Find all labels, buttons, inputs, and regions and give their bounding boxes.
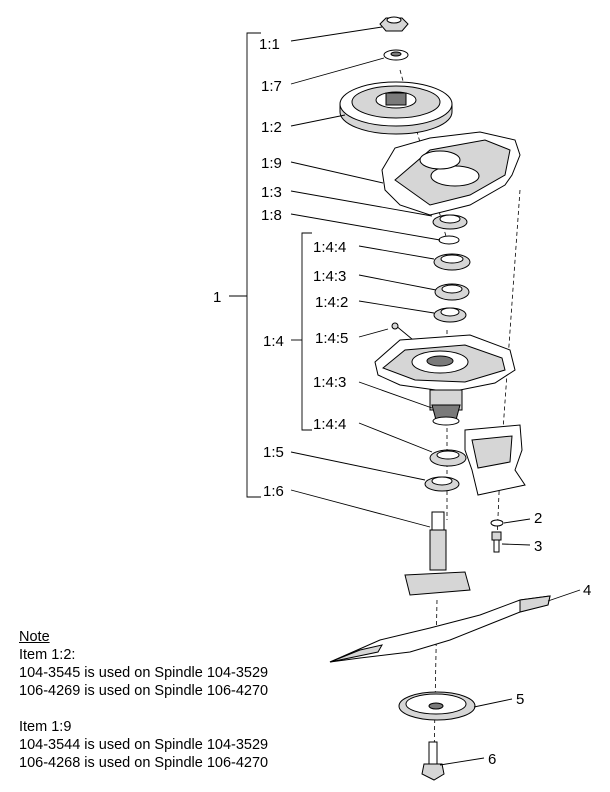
spindle-housing-part: [374, 334, 516, 411]
note-item-1-9-line-2: 106-4268 is used on Spindle 106-4270: [19, 755, 269, 771]
snap-ring-part: [438, 235, 460, 245]
mounting-bracket-part: [464, 424, 526, 496]
note-item-1-9-title: Item 1:9: [19, 719, 72, 735]
leader-lines: [290, 26, 581, 766]
washer-part: [383, 49, 409, 61]
note-item-1-2-title: Item 1:2:: [19, 647, 76, 663]
callout-1: 1: [213, 289, 221, 306]
assembly-axis-lower: [433, 599, 438, 761]
assembly-1-4-bracket: [301, 232, 312, 431]
callout-2: 2: [534, 510, 542, 527]
callout-1-4-4-lower: 1:4:4: [313, 416, 346, 433]
nut-part: [379, 16, 409, 32]
callout-1-6: 1:6: [263, 483, 284, 500]
callout-4: 4: [583, 582, 591, 599]
assembly-1-bracket: [246, 32, 261, 498]
bearing-cone-upper-part: [434, 283, 470, 301]
callout-1-4-3-lower: 1:4:3: [313, 374, 346, 391]
washer-2-part: [490, 519, 504, 527]
bearing-cone-lower-part: [431, 404, 461, 426]
callout-1-4-2: 1:4:2: [315, 294, 348, 311]
callout-3: 3: [534, 538, 542, 555]
callout-1-1: 1:1: [259, 36, 280, 53]
callout-1-2: 1:2: [261, 119, 282, 136]
bracket-axis: [502, 189, 521, 431]
note-heading: Note: [19, 629, 50, 645]
blade-part: [329, 595, 551, 663]
spindle-shaft-part: [404, 511, 471, 596]
note-spacer: [19, 700, 268, 718]
bolt-3-part: [491, 531, 502, 553]
callout-6: 6: [488, 751, 496, 768]
blade-cup-part: [398, 691, 476, 721]
blade-bolt-part: [421, 741, 445, 781]
callout-1-3: 1:3: [261, 184, 282, 201]
spacer-part: [433, 307, 467, 323]
callout-1-4-5: 1:4:5: [315, 330, 348, 347]
seal-lower-part: [424, 476, 460, 492]
callout-5: 5: [516, 691, 524, 708]
callout-1-7: 1:7: [261, 78, 282, 95]
bearing-cup-upper-part: [433, 253, 471, 271]
callout-1-4-3-upper: 1:4:3: [313, 268, 346, 285]
bolt-axis: [496, 469, 501, 541]
callout-1-4-4-upper: 1:4:4: [313, 239, 346, 256]
pulley-part: [339, 81, 453, 135]
bearing-cup-lower-part: [429, 449, 467, 467]
callout-1-8: 1:8: [261, 207, 282, 224]
note-item-1-9-line-1: 104-3544 is used on Spindle 104-3529: [19, 737, 269, 753]
callout-1-9: 1:9: [261, 155, 282, 172]
note-item-1-2-line-2: 106-4269 is used on Spindle 106-4270: [19, 683, 269, 699]
callout-1-5: 1:5: [263, 444, 284, 461]
belt-guard-part: [381, 131, 521, 216]
callout-1-4: 1:4: [263, 333, 284, 350]
note-item-1-2-line-1: 104-3545 is used on Spindle 104-3529: [19, 665, 269, 681]
seal-upper-part: [432, 214, 468, 230]
parts-note: Note Item 1:2: 104-3545 is used on Spind…: [19, 628, 268, 772]
